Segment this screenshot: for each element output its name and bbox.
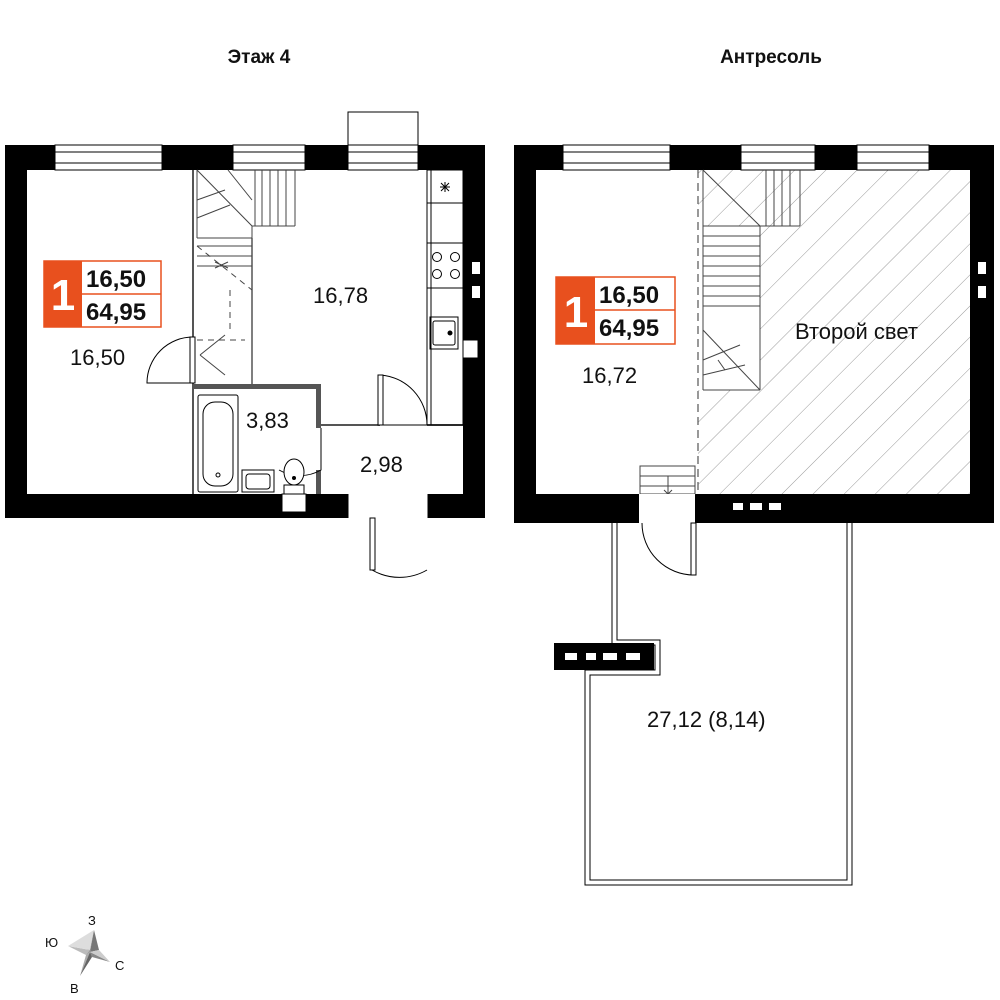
room-area-label: 16,72 — [582, 363, 637, 388]
second-light-label: Второй свет — [795, 319, 918, 344]
window — [347, 111, 419, 171]
mezzanine-plan: 1 16,50 64,95 16,72 Второй свет 27,12 (8… — [514, 144, 994, 886]
window — [232, 144, 306, 171]
compass-east-label: В — [70, 981, 79, 996]
room-area-label: 16,50 — [70, 345, 125, 370]
window — [856, 144, 930, 171]
staircase — [196, 169, 296, 376]
terrace-parapet — [554, 643, 654, 670]
rooms-count: 1 — [564, 288, 588, 337]
door — [146, 336, 196, 384]
staircase — [702, 169, 801, 391]
living-area: 16,50 — [599, 282, 659, 309]
cooktop — [432, 252, 460, 279]
room-area-label: 3,83 — [246, 408, 289, 433]
mezzanine-title: Антресоль — [720, 47, 822, 68]
terrace — [584, 523, 853, 886]
window — [562, 144, 671, 171]
floor4-title: Этаж 4 — [228, 47, 291, 68]
window — [740, 144, 816, 171]
floor4-apartment-badge: 1 16,50 64,95 — [43, 260, 162, 328]
toilet — [283, 458, 305, 495]
compass-south-label: Ю — [45, 935, 58, 950]
entrance-door — [369, 517, 428, 578]
staircase — [639, 465, 696, 495]
floor4-plan: 1 16,50 64,95 16,50 16,78 3,83 2,98 — [5, 111, 485, 578]
window — [54, 144, 163, 171]
door — [639, 494, 697, 576]
second-light-area — [698, 170, 970, 494]
fridge-icon — [440, 182, 450, 192]
kitchen-counter — [426, 169, 464, 426]
mezzanine-apartment-badge: 1 16,50 64,95 — [555, 276, 676, 345]
total-area: 64,95 — [86, 299, 146, 326]
compass-west-label: З — [88, 913, 96, 928]
door — [377, 374, 428, 426]
room-area-label: 2,98 — [360, 452, 403, 477]
compass-north-label: С — [115, 958, 124, 973]
terrace-area-label: 27,12 (8,14) — [647, 707, 766, 732]
rooms-count: 1 — [51, 271, 75, 320]
living-area: 16,50 — [86, 266, 146, 293]
room-area-label: 16,78 — [313, 283, 368, 308]
total-area: 64,95 — [599, 315, 659, 342]
bathroom-sink — [241, 469, 275, 493]
compass-rose: З Ю С В — [45, 913, 124, 996]
bathtub — [197, 394, 239, 493]
